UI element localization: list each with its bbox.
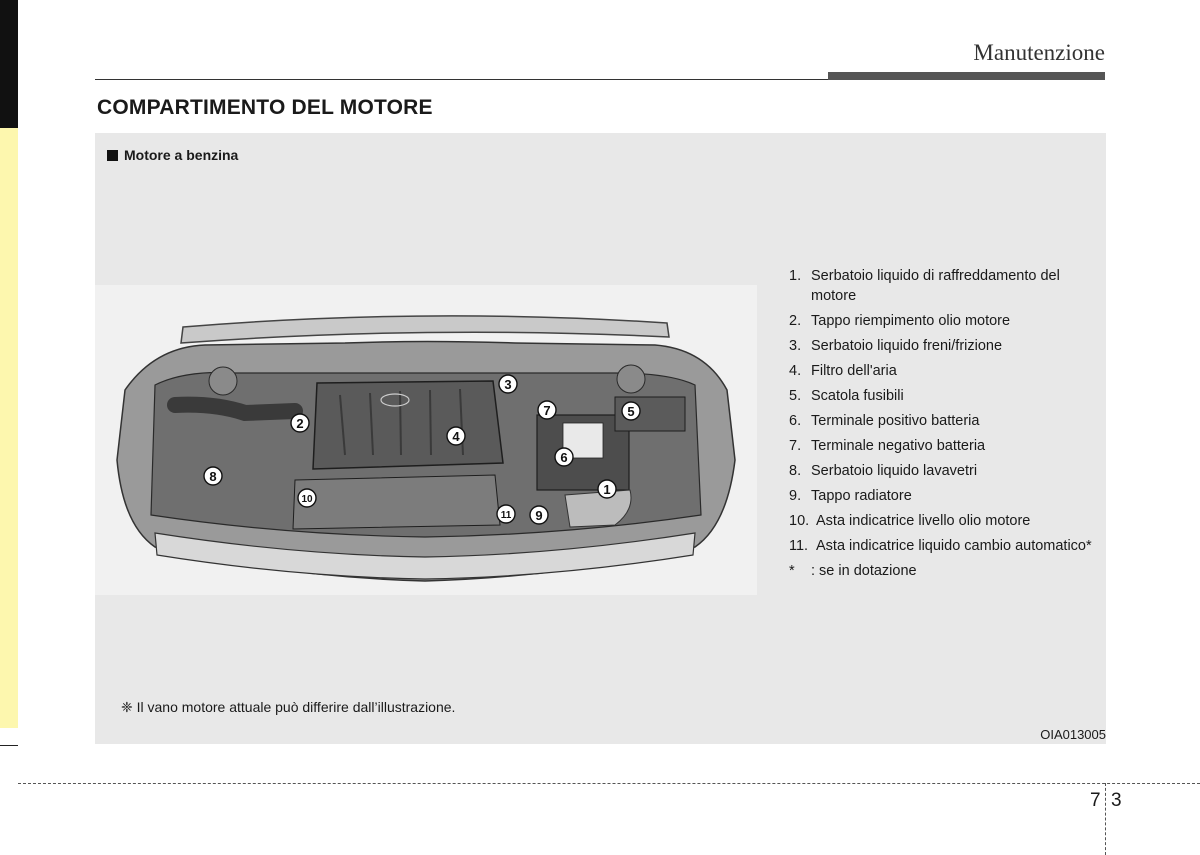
marker-9: 9 bbox=[529, 505, 549, 525]
page-number-chapter: 7 bbox=[1090, 790, 1101, 811]
legend-number: 2. bbox=[789, 313, 802, 329]
illustration-note: ❈ Il vano motore attuale può differire d… bbox=[121, 699, 456, 715]
marker-6: 6 bbox=[554, 447, 574, 467]
section-title: COMPARTIMENTO DEL MOTORE bbox=[97, 96, 433, 119]
marker-7: 7 bbox=[537, 400, 557, 420]
marker-3: 3 bbox=[498, 374, 518, 394]
legend-text: Serbatoio liquido lavavetri bbox=[811, 463, 978, 479]
square-bullet-icon bbox=[107, 149, 118, 161]
edge-tab-black bbox=[0, 0, 18, 128]
figure-subtitle: Motore a benzina bbox=[107, 147, 238, 163]
figure-subtitle-text: Motore a benzina bbox=[124, 147, 239, 163]
legend-text: Terminale negativo batteria bbox=[811, 438, 986, 454]
legend-item: 1. Serbatoio liquido di raffreddamento de… bbox=[789, 266, 1094, 306]
footer-divider bbox=[18, 783, 1200, 784]
marker-1: 1 bbox=[597, 479, 617, 499]
legend-text: Tappo radiatore bbox=[811, 488, 912, 504]
svg-text:4: 4 bbox=[452, 429, 460, 444]
svg-text:6: 6 bbox=[560, 450, 567, 465]
engine-compartment-illustration: 1 2 3 4 5 6 7 8 9 10 11 bbox=[95, 285, 757, 595]
marker-8: 8 bbox=[203, 466, 223, 486]
legend-text: Terminale positivo batteria bbox=[811, 413, 980, 429]
legend-number: 11. bbox=[789, 538, 809, 554]
svg-text:5: 5 bbox=[627, 404, 634, 419]
page-number-page: 3 bbox=[1111, 790, 1122, 811]
legend-text: : se in dotazione bbox=[811, 563, 917, 579]
svg-text:1: 1 bbox=[603, 482, 610, 497]
legend-item: 2. Tappo riempimento olio motore bbox=[789, 311, 1094, 331]
legend-number: 10. bbox=[789, 513, 810, 529]
edge-tab-yellow bbox=[0, 128, 18, 728]
marker-2: 2 bbox=[290, 413, 310, 433]
legend-list: 1. Serbatoio liquido di raffreddamento de… bbox=[789, 266, 1094, 586]
svg-text:2: 2 bbox=[296, 416, 303, 431]
svg-text:10: 10 bbox=[301, 494, 313, 505]
edge-divider bbox=[0, 745, 18, 746]
marker-11: 11 bbox=[496, 504, 516, 524]
legend-text: Asta indicatrice liquido cambio automati… bbox=[816, 538, 1092, 554]
legend-number: 6. bbox=[789, 413, 802, 429]
svg-text:3: 3 bbox=[504, 377, 511, 392]
legend-item: 4. Filtro dell'aria bbox=[789, 361, 1094, 381]
legend-item: 5. Scatola fusibili bbox=[789, 386, 1094, 406]
legend-number: 1. bbox=[789, 268, 802, 284]
legend-number: 4. bbox=[789, 363, 802, 379]
header-rule-bar bbox=[828, 72, 1105, 80]
svg-text:9: 9 bbox=[535, 508, 542, 523]
legend-text: Serbatoio liquido di raffreddamento del … bbox=[811, 268, 1060, 304]
legend-item: 8. Serbatoio liquido lavavetri bbox=[789, 461, 1094, 481]
legend-text: Asta indicatrice livello olio motore bbox=[816, 513, 1031, 529]
legend-item: 11. Asta indicatrice liquido cambio autom… bbox=[789, 536, 1094, 556]
legend-number: 9. bbox=[789, 488, 802, 504]
legend-item: 7. Terminale negativo batteria bbox=[789, 436, 1094, 456]
legend-number: 3. bbox=[789, 338, 802, 354]
svg-text:7: 7 bbox=[543, 403, 550, 418]
legend-item: 10. Asta indicatrice livello olio motore bbox=[789, 511, 1094, 531]
legend-number: 7. bbox=[789, 438, 802, 454]
svg-text:8: 8 bbox=[209, 469, 216, 484]
legend-footnote: * : se in dotazione bbox=[789, 561, 1094, 581]
legend-number: 8. bbox=[789, 463, 802, 479]
figure-code: OIA013005 bbox=[1040, 727, 1106, 742]
marker-10: 10 bbox=[297, 488, 317, 508]
legend-text: Serbatoio liquido freni/frizione bbox=[811, 338, 1003, 354]
legend-item: 9. Tappo radiatore bbox=[789, 486, 1094, 506]
page-number-divider bbox=[1105, 783, 1106, 855]
legend-text: Scatola fusibili bbox=[811, 388, 904, 404]
chapter-title: Manutenzione bbox=[973, 40, 1105, 65]
legend-number: 5. bbox=[789, 388, 802, 404]
figure-panel: Motore a benzina 1 2 3 4 bbox=[95, 133, 1106, 744]
header-rule bbox=[95, 79, 828, 80]
svg-text:11: 11 bbox=[501, 510, 512, 521]
legend-item: 3. Serbatoio liquido freni/frizione bbox=[789, 336, 1094, 356]
marker-4: 4 bbox=[446, 426, 466, 446]
legend-text: Tappo riempimento olio motore bbox=[811, 313, 1011, 329]
legend-text: Filtro dell'aria bbox=[811, 363, 897, 379]
marker-5: 5 bbox=[621, 401, 641, 421]
legend-item: 6. Terminale positivo batteria bbox=[789, 411, 1094, 431]
legend-number: * bbox=[789, 563, 795, 579]
